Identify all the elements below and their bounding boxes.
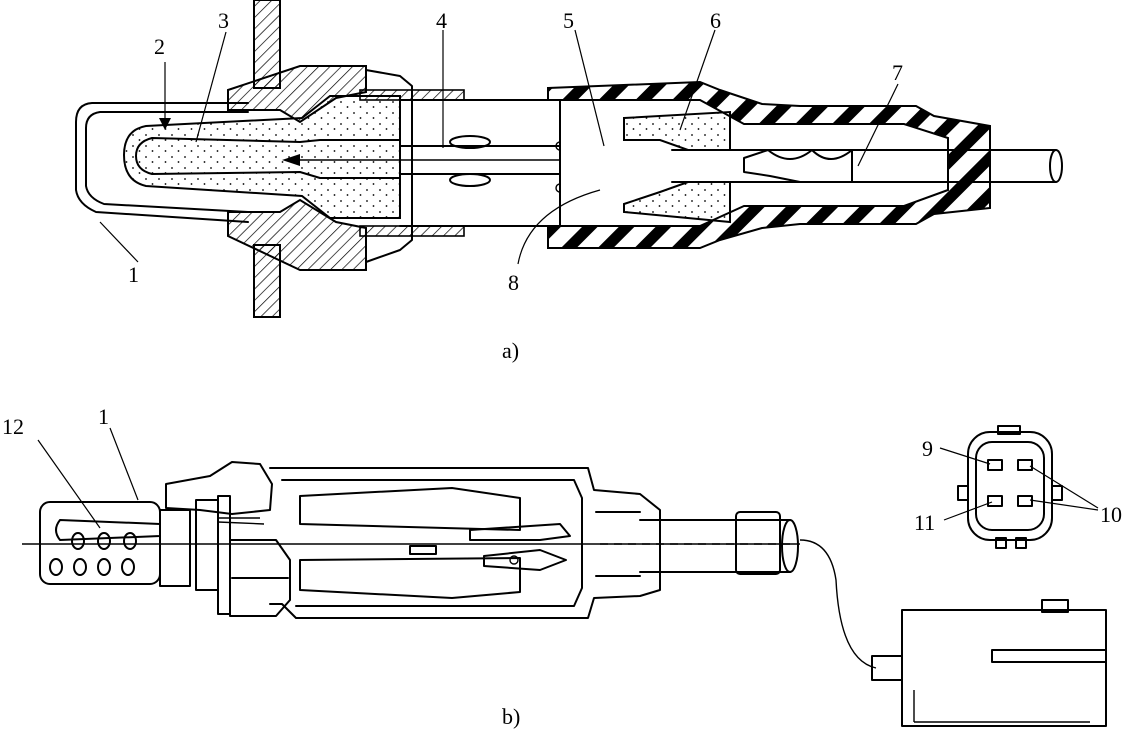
callout-11: 11 <box>914 510 935 535</box>
callout-1-b: 1 <box>98 404 109 429</box>
hex-body <box>227 65 413 271</box>
slotted-tip <box>39 501 161 585</box>
leader-10b <box>1029 499 1099 511</box>
contact-slot-bottom <box>449 173 491 187</box>
leader-6 <box>679 29 716 131</box>
plug-connector <box>871 599 1107 727</box>
figure-b-exterior: 12 1 9 10 11 b) <box>2 404 1122 729</box>
leader-5 <box>574 29 605 147</box>
lead-wire <box>671 149 1063 183</box>
leader-1b <box>109 427 139 501</box>
leader-12 <box>37 439 101 529</box>
callout-1: 1 <box>128 262 139 287</box>
leader-11 <box>943 501 993 521</box>
leader-3 <box>195 31 227 143</box>
connector-face <box>957 425 1063 549</box>
callout-12: 12 <box>2 414 24 439</box>
callout-5: 5 <box>563 8 574 33</box>
leader-2-arrowhead <box>159 118 171 130</box>
leader-7 <box>857 83 899 167</box>
callout-7: 7 <box>892 60 903 85</box>
thread-and-hex <box>159 461 291 617</box>
zirconia-inner-cavity <box>135 137 401 179</box>
sensor-housing <box>269 467 661 619</box>
leader-8 <box>517 189 601 265</box>
zirconia-element <box>122 95 401 219</box>
caption-a: a) <box>502 338 519 363</box>
leader-9 <box>939 447 991 465</box>
callout-8: 8 <box>508 270 519 295</box>
internal-arrow-head <box>282 154 300 166</box>
callout-4: 4 <box>436 8 447 33</box>
callout-2: 2 <box>154 34 165 59</box>
caption-b: b) <box>502 704 520 729</box>
callout-3: 3 <box>218 8 229 33</box>
sensor-cable <box>600 511 877 669</box>
protective-tube-inner <box>85 111 249 213</box>
contact-slot-top <box>449 135 491 149</box>
leader-1 <box>99 221 139 263</box>
signal-rod <box>399 145 591 175</box>
figure-a-section: 1 2 3 4 5 6 7 8 a) <box>75 0 1063 363</box>
leader-10a <box>1029 465 1099 509</box>
protective-tube <box>75 102 249 223</box>
callout-9: 9 <box>922 436 933 461</box>
callout-6: 6 <box>710 8 721 33</box>
callout-10: 10 <box>1100 502 1122 527</box>
